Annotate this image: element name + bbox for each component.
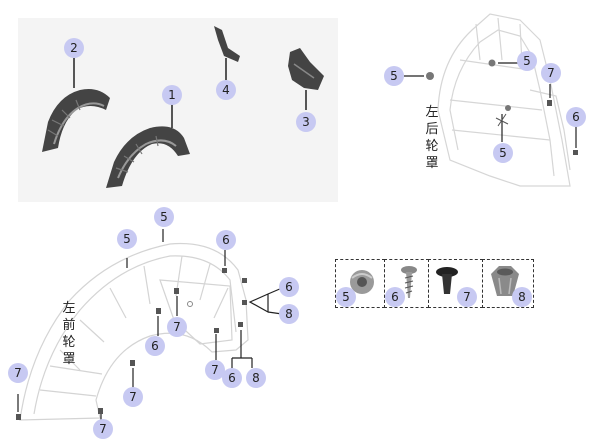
callout-5: 5 [384,66,404,86]
callout-2: 2 [64,38,84,58]
liner-part-1 [106,126,190,188]
kit-cell-expansion-nut: 8 [482,259,534,308]
callout-8: 8 [512,287,532,307]
callout-6: 6 [216,230,236,250]
callout-7: 7 [457,287,477,307]
callout-5: 5 [517,51,537,71]
front-wheel-liner-drawing [16,229,283,422]
screw-icon [401,266,417,298]
liner-part-2 [42,89,110,152]
front-wheel-liner-label: 左前轮罩 [62,301,76,367]
rear-wheel-liner-drawing [404,13,578,187]
fastener-kit: 5 6 7 8 [335,259,534,308]
callout-5: 5 [493,143,513,163]
exploded-liners-panel: 2 1 4 3 [18,18,338,202]
callout-8: 8 [279,304,299,324]
callout-7: 7 [123,387,143,407]
callout-6: 6 [566,107,586,127]
callout-3: 3 [296,112,316,132]
callout-1: 1 [162,85,182,105]
exploded-liners-drawing [42,26,324,188]
callout-5: 5 [117,229,137,249]
kit-cell-push-rivet: 7 [428,259,483,308]
liner-part-3 [288,48,324,90]
liner-part-4 [214,26,240,62]
callout-7: 7 [93,419,113,439]
kit-cell-clip-nut: 5 [335,259,385,308]
expansion-nut-icon [491,266,519,296]
callout-7: 7 [541,63,561,83]
callout-7: 7 [8,363,28,383]
callout-8: 8 [246,368,266,388]
callout-5: 5 [154,207,174,227]
callout-6: 6 [222,368,242,388]
callout-7: 7 [167,317,187,337]
callout-6: 6 [385,287,405,307]
callout-7: 7 [205,360,225,380]
rear-wheel-liner-label: 左后轮罩 [425,105,439,171]
callout-6: 6 [279,277,299,297]
callout-4: 4 [216,80,236,100]
clip-nut-icon [350,270,374,294]
callout-5: 5 [336,287,356,307]
push-rivet-icon [436,267,458,294]
kit-cell-screw: 6 [384,259,429,308]
rear-wheel-liner-panel: 5 5 5 7 6 左后轮罩 [380,0,600,200]
front-wheel-liner-panel: 5 5 6 7 6 6 8 7 6 8 7 7 7 左前轮罩 [0,200,310,440]
callout-6: 6 [145,336,165,356]
